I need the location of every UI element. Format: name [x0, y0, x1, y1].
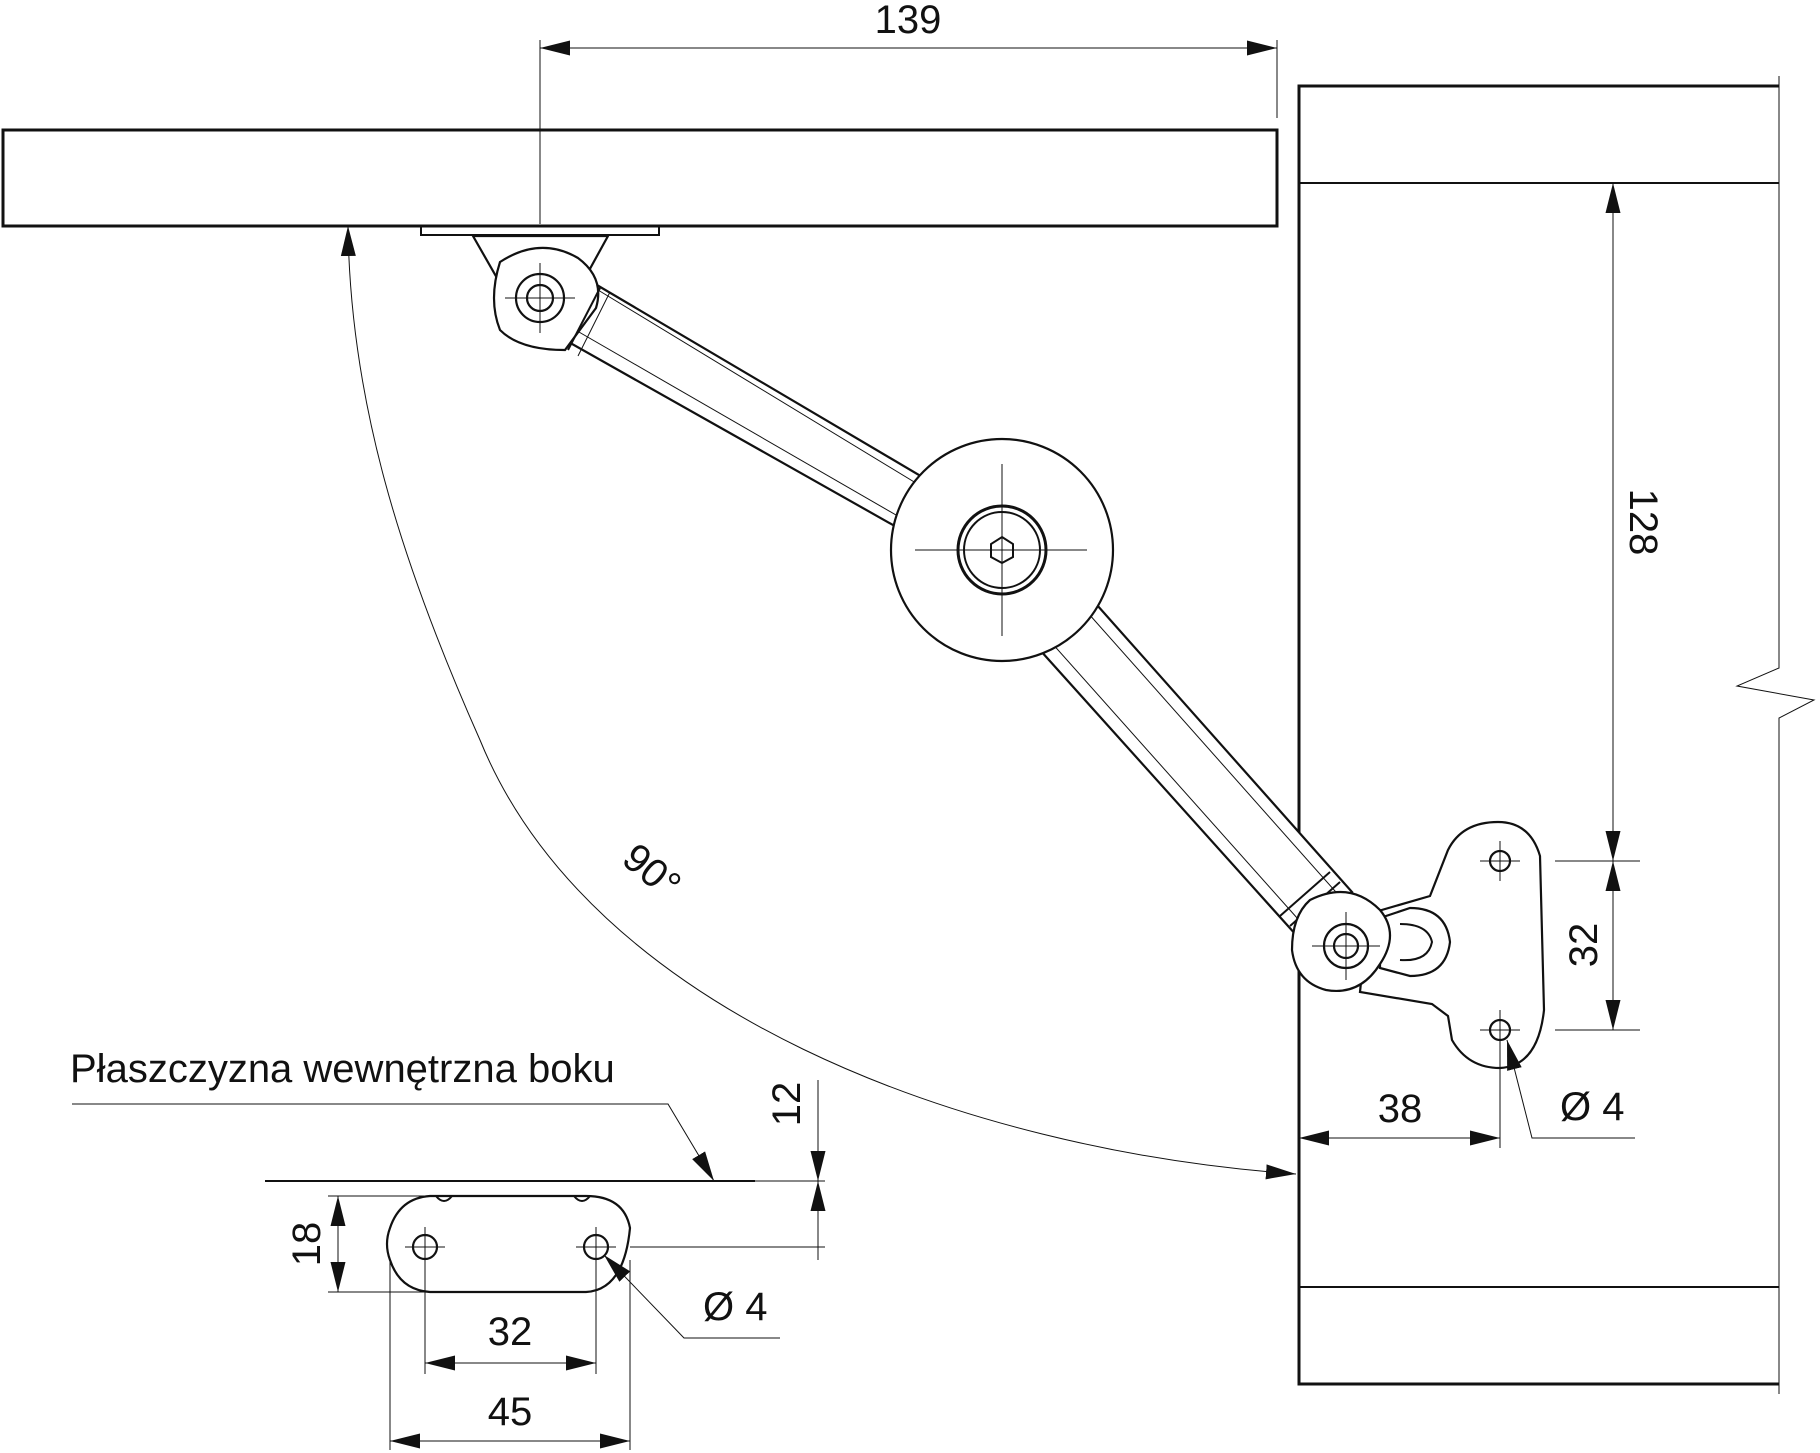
angle-label: 90° — [614, 835, 689, 908]
dim-18-label: 18 — [285, 1222, 329, 1267]
dim-45: 45 — [389, 1260, 631, 1450]
dim-32-side-label: 32 — [1562, 923, 1606, 968]
lid-panel — [1, 128, 1279, 236]
inner-plane-note: Płaszczyzna wewnętrzna boku — [70, 1047, 755, 1182]
dim-hole-side-label: Ø 4 — [1560, 1085, 1624, 1129]
mounting-plate — [385, 1194, 632, 1294]
dim-32-plate: 32 — [424, 1260, 597, 1374]
cabinet-side — [1297, 76, 1816, 1394]
dim-38: 38 — [1299, 1050, 1501, 1148]
dim-139: 139 — [539, 0, 1278, 224]
dim-hole-plate-label: Ø 4 — [703, 1285, 767, 1329]
dim-hole-plate: Ø 4 — [603, 1254, 780, 1339]
dim-18: 18 — [285, 1195, 430, 1293]
dim-32-side: 32 — [1555, 860, 1640, 1031]
dim-128-label: 128 — [1621, 489, 1665, 556]
dim-hole-side: Ø 4 — [1506, 1039, 1635, 1139]
dim-128: 128 — [1605, 183, 1665, 861]
dim-45-label: 45 — [488, 1390, 533, 1434]
dim-139-label: 139 — [875, 0, 942, 42]
inner-plane-label: Płaszczyzna wewnętrzna boku — [70, 1047, 615, 1091]
dim-12-label: 12 — [765, 1082, 809, 1127]
dim-12: 12 — [630, 1080, 826, 1260]
dim-38-label: 38 — [1378, 1087, 1423, 1131]
lid-stay-mechanism — [471, 234, 1546, 1070]
dim-32-plate-label: 32 — [488, 1310, 533, 1354]
